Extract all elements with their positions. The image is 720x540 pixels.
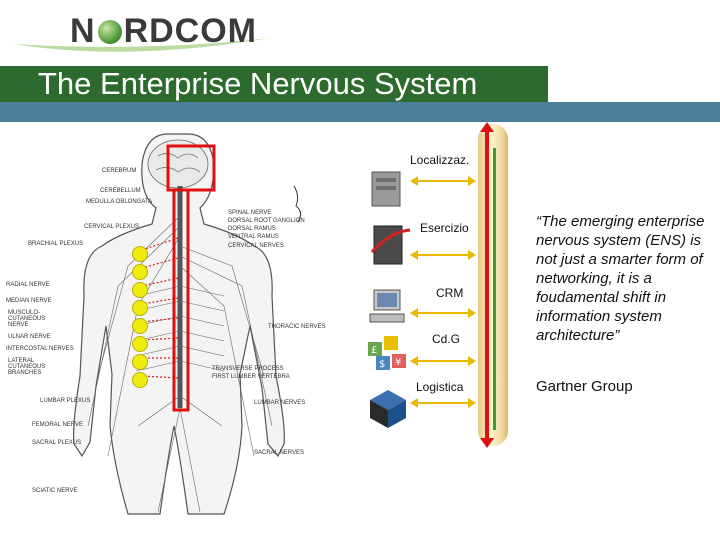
- label-esercizio: Esercizio: [420, 221, 469, 235]
- node-circle: [132, 318, 148, 334]
- label-crm: CRM: [436, 286, 464, 300]
- logo-globe-icon: [97, 20, 122, 44]
- label-cerebellum: CEREBELLUM: [100, 188, 141, 194]
- label-sacral-plexus: SACRAL PLEXUS: [32, 440, 82, 446]
- green-vertical-line: [493, 148, 496, 430]
- label-localizzaz: Localizzaz.: [410, 153, 470, 167]
- gartner-quote: “The emerging enterprise nervous system …: [536, 213, 705, 344]
- label-lumbar-plexus: LUMBAR PLEXUS: [40, 398, 91, 404]
- arrow-esercizio: [410, 250, 476, 260]
- label-ulnar-nerve: ULNAR NERVE: [8, 334, 51, 340]
- label-radial-nerve: RADIAL NERVE: [6, 282, 50, 288]
- svg-text:¥: ¥: [395, 357, 401, 368]
- node-circle: [132, 336, 148, 352]
- label-dorsal-root: DORSAL ROOT GANGLION: [228, 218, 305, 224]
- title-stripe: [0, 102, 720, 122]
- label-medulla: MEDULLA OBLONGATA: [86, 199, 153, 205]
- label-dorsal-ramus: DORSAL RAMUS: [228, 226, 276, 232]
- body-drawing: [73, 133, 302, 515]
- label-median-nerve: MEDIAN NERVE: [6, 298, 52, 304]
- currency-icon: £ $ ¥: [368, 336, 406, 370]
- label-brachial-plexus: BRACHIAL PLEXUS: [28, 241, 84, 247]
- mainframe-icon: [370, 225, 411, 265]
- label-thoracic-nerves: THORACIC NERVES: [268, 324, 326, 330]
- nervous-system-figure: CEREBRUM CEREBELLUM MEDULLA OBLONGATA CE…: [6, 126, 348, 518]
- node-circle: [132, 300, 148, 316]
- slide-title: The Enterprise Nervous System: [38, 66, 478, 101]
- red-vertical-arrow: [480, 122, 494, 448]
- node-circle: [132, 246, 148, 262]
- label-cdg: Cd.G: [432, 332, 461, 346]
- label-transverse: TRANSVERSE PROCESS: [212, 366, 284, 372]
- svg-text:£: £: [371, 345, 377, 356]
- label-cervical-plexus: CERVICAL PLEXUS: [84, 224, 140, 230]
- server-icon: [371, 171, 401, 207]
- arrow-localizzaz: [410, 176, 476, 186]
- logistics-box-icon: [370, 390, 406, 428]
- node-circle: [132, 372, 148, 388]
- quote-attribution: Gartner Group: [536, 378, 633, 395]
- label-cervical-nerves: CERVICAL NERVES: [228, 243, 284, 249]
- arrow-crm: [410, 308, 476, 318]
- label-sciatic-nerve: SCIATIC NERVE: [32, 488, 78, 494]
- label-musculo: MUSCULO-CUTANEOUS NERVE: [8, 310, 46, 328]
- title-bar: [0, 66, 548, 102]
- label-sacral-nerves: SACRAL NERVES: [254, 450, 305, 456]
- arrow-cdg: [410, 356, 476, 366]
- label-intercostal: INTERCOSTAL NERVES: [6, 346, 74, 352]
- node-circle: [132, 282, 148, 298]
- label-cerebrum: CEREBRUM: [102, 168, 137, 174]
- node-circle: [132, 354, 148, 370]
- label-femoral-nerve: FEMORAL NERVE: [32, 422, 84, 428]
- label-lumbar-nerves: LUMBAR NERVES: [254, 400, 306, 406]
- logo-swoosh: [13, 38, 270, 52]
- svg-text:$: $: [379, 359, 385, 370]
- arrow-up-icon: [480, 122, 494, 132]
- label-first-lumbar: FIRST LUMBER VERTEBRA: [212, 374, 290, 380]
- node-circle: [132, 264, 148, 280]
- arrow-logistica: [410, 398, 476, 408]
- label-spinal-nerve: SPINAL NERVE: [228, 210, 272, 216]
- label-lateral: LATERAL CUTANEOUS BRANCHES: [8, 358, 46, 376]
- desktop-computer-icon: [369, 289, 405, 323]
- arrow-down-icon: [480, 438, 494, 448]
- label-logistica: Logistica: [416, 380, 464, 394]
- label-ventral-ramus: VENTRAL RAMUS: [228, 234, 279, 240]
